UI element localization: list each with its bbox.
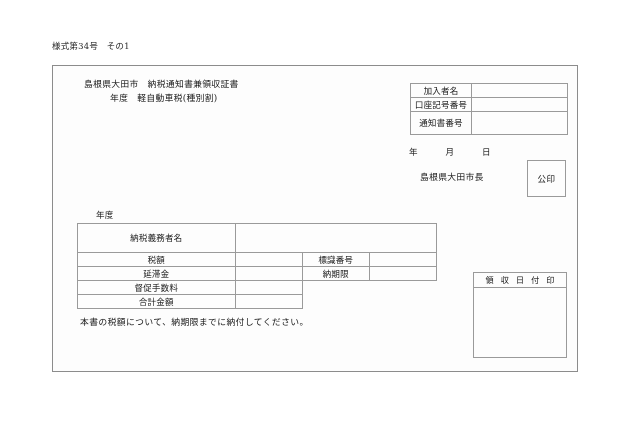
table-row: 口座記号番号 xyxy=(410,97,568,112)
value-plate-number[interactable] xyxy=(368,252,438,267)
date-month-label: 月 xyxy=(445,148,455,158)
table-row: 通知書番号 xyxy=(410,111,568,135)
info-value-account-number[interactable] xyxy=(471,97,568,112)
label-total-amount: 合計金額 xyxy=(77,294,236,309)
seal-label: 公印 xyxy=(537,174,556,185)
title-line-secondary: 年度 軽自動車税(種別割) xyxy=(110,94,218,104)
issue-date-line: 年 月 日 xyxy=(409,146,491,158)
date-day-label: 日 xyxy=(482,148,491,158)
info-value-notice-number[interactable] xyxy=(471,111,568,135)
official-seal-box: 公印 xyxy=(527,160,566,197)
table-row: 延滞金 納期限 xyxy=(77,266,438,281)
table-row: 合計金額 xyxy=(77,294,437,309)
tax-detail-table: 納税義務者名 税額 標識番号 延滞金 納期限 督促手数料 合計金額 xyxy=(77,223,438,309)
value-payment-deadline[interactable] xyxy=(368,266,438,281)
receipt-stamp-title: 領 収 日 付 印 xyxy=(474,273,566,288)
table-row: 督促手数料 xyxy=(77,280,437,295)
spacer-cell-3 xyxy=(302,295,369,309)
label-delinquency-charge: 延滞金 xyxy=(77,266,236,281)
info-label-account-number: 口座記号番号 xyxy=(410,97,472,112)
info-label-notice-number: 通知書番号 xyxy=(410,111,472,135)
label-plate-number: 標識番号 xyxy=(301,252,370,267)
date-year-label: 年 xyxy=(409,148,418,158)
title-line-primary: 島根県大田市 納税通知書兼領収証書 xyxy=(84,80,239,90)
label-taxpayer-name: 納税義務者名 xyxy=(77,223,236,253)
table-row: 納税義務者名 xyxy=(77,223,438,253)
spacer-cell-2 xyxy=(369,281,436,295)
value-delinquency-charge[interactable] xyxy=(234,266,303,281)
issuer-name: 島根県大田市長 xyxy=(420,173,484,183)
spacer-cell-4 xyxy=(369,295,436,309)
spacer-cell-1 xyxy=(302,281,369,295)
table-row: 加入者名 xyxy=(410,83,568,98)
payment-instruction-note: 本書の税額について、納期限までに納付してください。 xyxy=(80,318,309,328)
receipt-stamp-area[interactable] xyxy=(474,288,566,359)
form-number-label: 様式第34号 その1 xyxy=(52,42,130,52)
table-row: 税額 標識番号 xyxy=(77,252,438,267)
value-tax-amount[interactable] xyxy=(234,252,303,267)
account-info-table: 加入者名 口座記号番号 通知書番号 xyxy=(410,83,568,135)
receipt-date-stamp-box: 領 収 日 付 印 xyxy=(473,272,567,358)
document-title: 島根県大田市 納税通知書兼領収証書 年度 軽自動車税(種別割) xyxy=(84,78,239,106)
label-payment-deadline: 納期限 xyxy=(301,266,370,281)
fiscal-year-label: 年度 xyxy=(96,211,114,221)
value-total-amount[interactable] xyxy=(234,294,303,309)
label-demand-fee: 督促手数料 xyxy=(77,280,236,295)
info-label-subscriber-name: 加入者名 xyxy=(410,83,472,98)
value-demand-fee[interactable] xyxy=(234,280,303,295)
info-value-subscriber-name[interactable] xyxy=(471,83,568,98)
value-taxpayer-name[interactable] xyxy=(234,223,438,253)
label-tax-amount: 税額 xyxy=(77,252,236,267)
